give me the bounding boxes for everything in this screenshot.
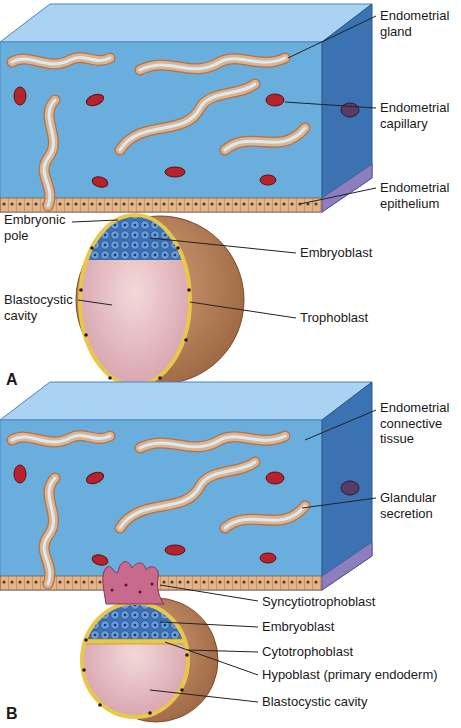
endometrium-block <box>0 4 372 212</box>
part-label: Trophoblast <box>300 310 400 326</box>
part-label: Glandular secretion <box>380 490 458 521</box>
part-label: Embryoblast <box>262 619 452 635</box>
part-label: Endometrial gland <box>380 8 458 39</box>
part-label: Blastocystic cavity <box>262 694 452 710</box>
part-label: Cytotrophoblast <box>262 644 452 660</box>
part-label: Embryoblast <box>300 245 400 261</box>
blastocyst <box>70 562 218 722</box>
part-label: Hypoblast (primary endoderm) <box>262 667 457 683</box>
part-label: Blastocystic cavity <box>4 292 78 323</box>
panel-letter: A <box>6 370 36 389</box>
part-label: Endometrial capillary <box>380 100 458 131</box>
blastocyst <box>70 210 244 385</box>
part-label: Endometrial connective tissue <box>380 400 458 447</box>
part-label: Embryonic pole <box>4 212 74 243</box>
panel-letter: B <box>6 704 36 723</box>
part-label: Endometrial epithelium <box>380 180 458 211</box>
part-label: Syncytiotrophoblast <box>262 594 452 610</box>
endometrium-block <box>0 382 372 590</box>
